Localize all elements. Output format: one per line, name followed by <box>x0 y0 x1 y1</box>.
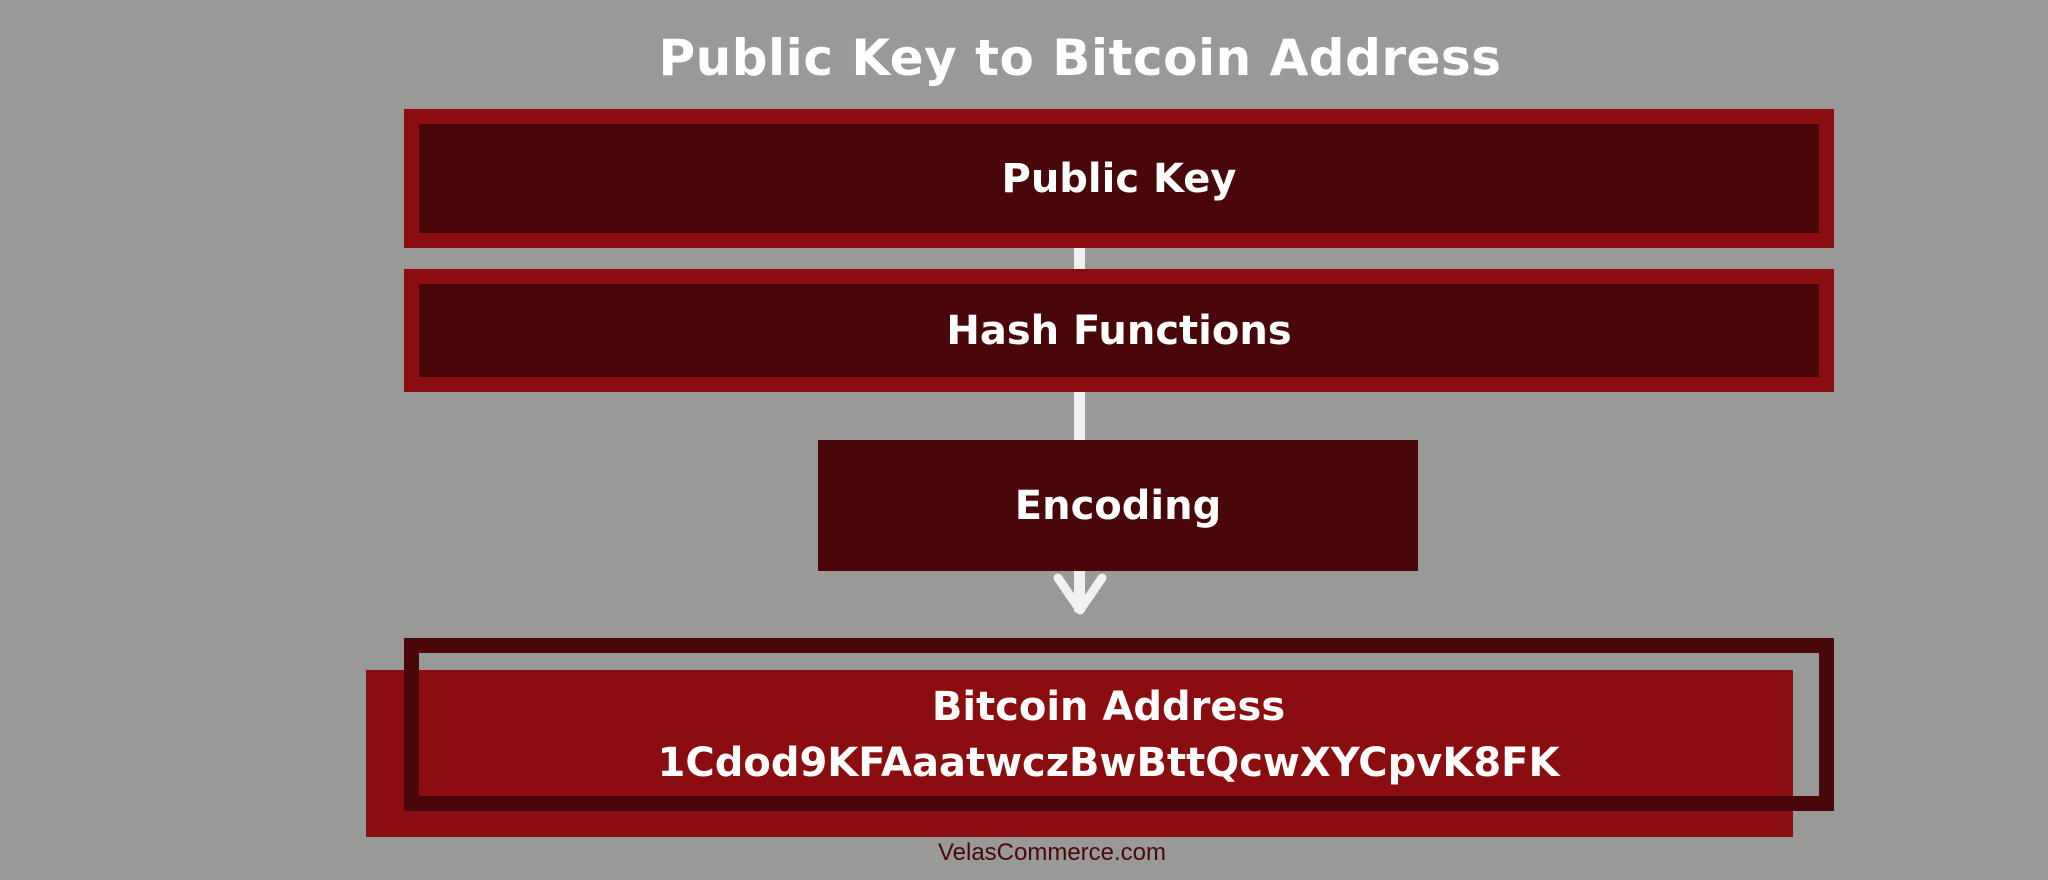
connector-line-3 <box>1074 570 1085 612</box>
step-label: Hash Functions <box>946 307 1292 354</box>
bitcoin-address-value: 1Cdod9KFAaatwczBwBttQcwXYCpvK8FK <box>657 740 1560 786</box>
step-label: Encoding <box>1014 482 1222 529</box>
bitcoin-address-box: Bitcoin Address 1Cdod9KFAaatwczBwBttQcwX… <box>395 670 1822 800</box>
step-hash-functions: Hash Functions <box>404 269 1834 392</box>
connector-line-1 <box>1074 248 1085 270</box>
connector-line-2 <box>1074 392 1085 440</box>
step-label: Public Key <box>1001 155 1237 202</box>
result-label: Bitcoin Address <box>931 684 1286 730</box>
bitcoin-address-frame <box>404 638 1834 811</box>
step-encoding: Encoding <box>818 440 1418 571</box>
footer-credit: VelasCommerce.com <box>937 839 1167 866</box>
step-public-key: Public Key <box>404 109 1834 248</box>
diagram-title: Public Key to Bitcoin Address <box>658 29 1502 87</box>
arrow-down-icon <box>1053 573 1107 615</box>
